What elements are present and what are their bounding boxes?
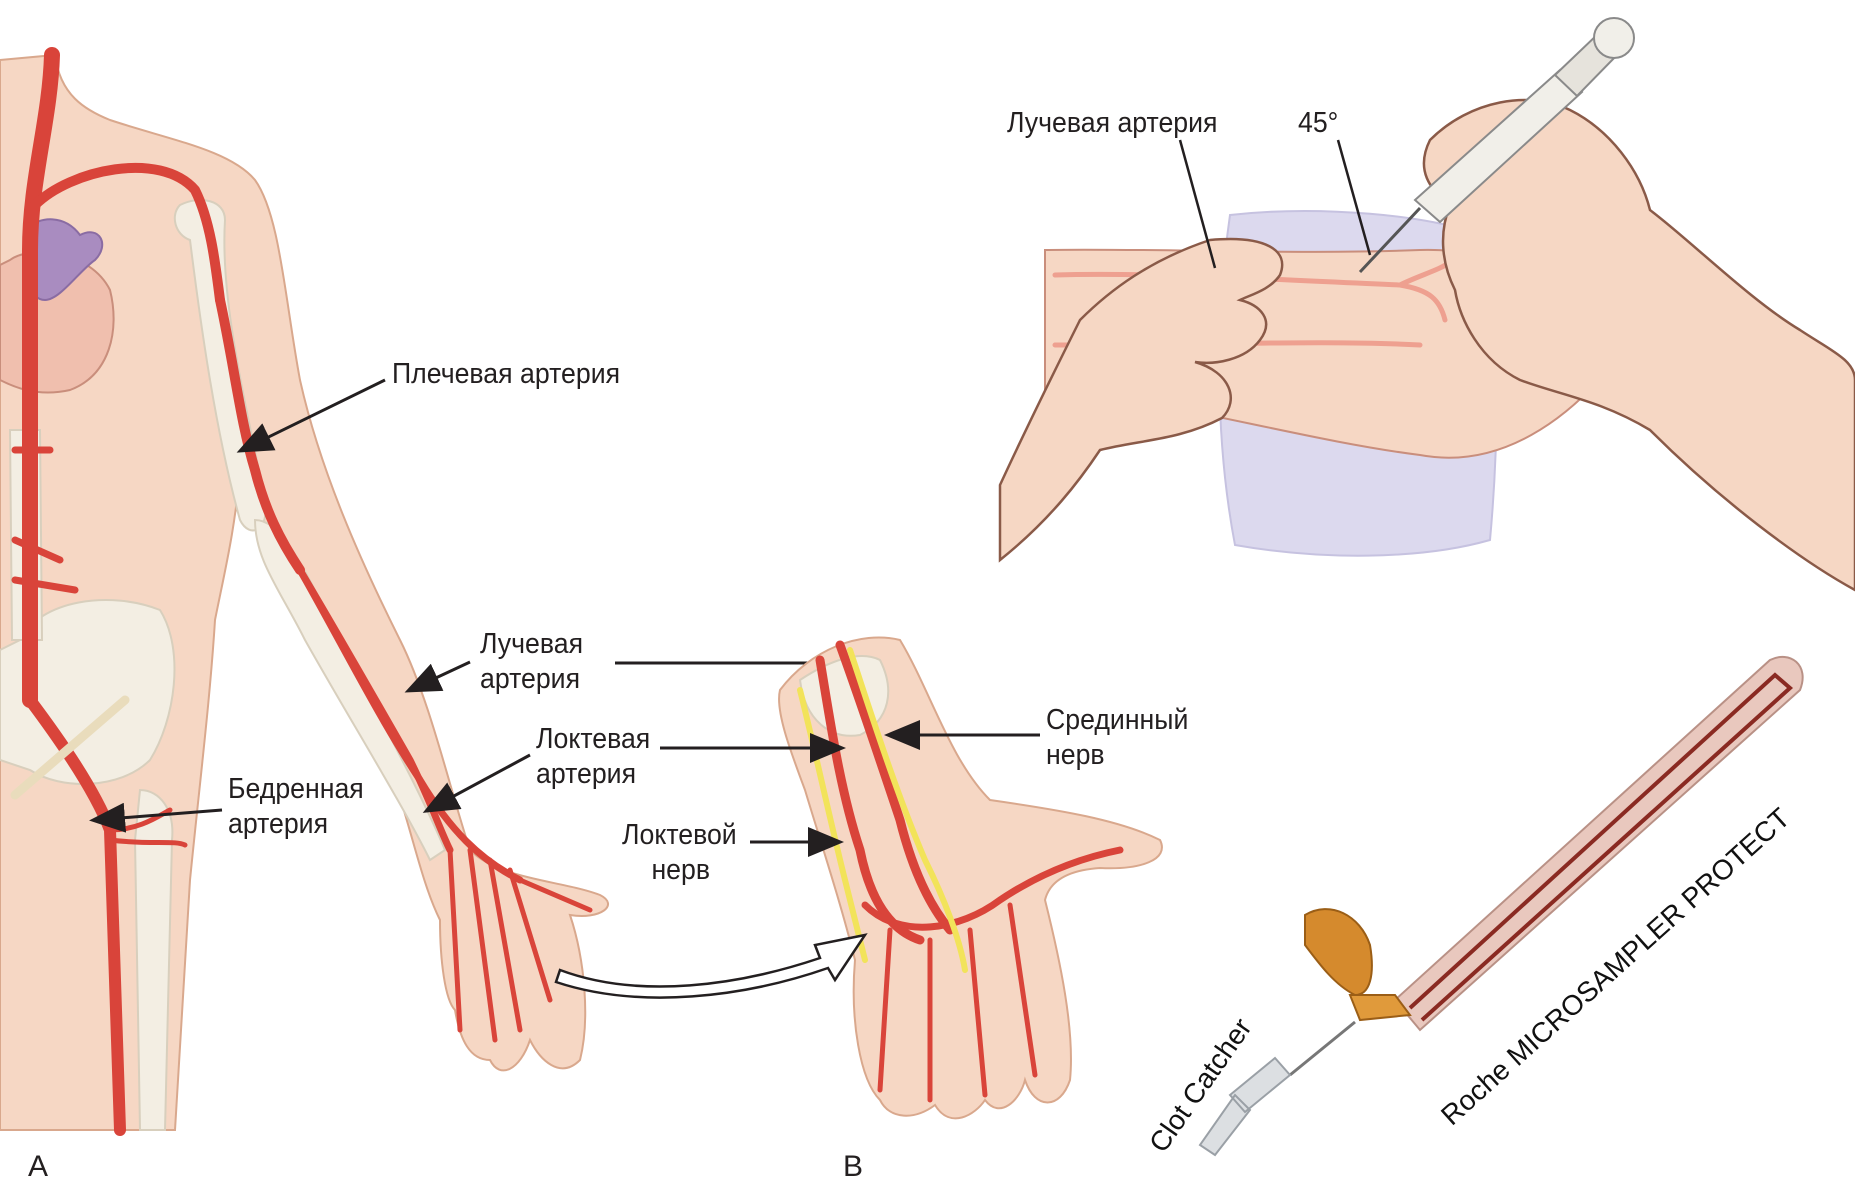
label-median-line2: нерв [1046,739,1105,771]
label-femoral-line1: Бедренная [228,773,364,805]
label-brachial-artery: Плечевая артерия [392,357,620,392]
label-radial-artery: Лучевая артерия [480,627,583,698]
panel-letter-a: A [28,1150,48,1184]
label-angle: 45° [1298,106,1338,141]
label-ulnar-nerve-line2: нерв [622,854,710,886]
label-radial-artery-top: Лучевая артерия [1007,106,1218,141]
label-radial-line1: Лучевая [480,628,583,660]
plunger-cap [1594,18,1634,58]
device-needle [1290,1022,1355,1075]
puncture-illustration [1000,18,1855,590]
label-ulnar-nerve: Локтевой нерв [622,818,737,889]
label-median-line1: Срединный [1046,704,1188,736]
transfer-arrow [556,935,865,998]
label-ulnar-artery: Локтевая артерия [536,722,650,793]
label-ulnar-line2: артерия [536,758,636,790]
panel-letter-b: B [843,1150,863,1184]
label-ulnar-nerve-line1: Локтевой [622,819,737,851]
panel-a-body [0,55,608,1130]
label-radial-line2: артерия [480,663,580,695]
label-median-nerve: Срединный нерв [1046,703,1188,774]
leader-radial [410,662,470,690]
label-femoral-artery: Бедренная артерия [228,772,364,843]
clot-catcher [1305,909,1372,995]
label-ulnar-line1: Локтевая [536,723,650,755]
label-femoral-line2: артерия [228,808,328,840]
